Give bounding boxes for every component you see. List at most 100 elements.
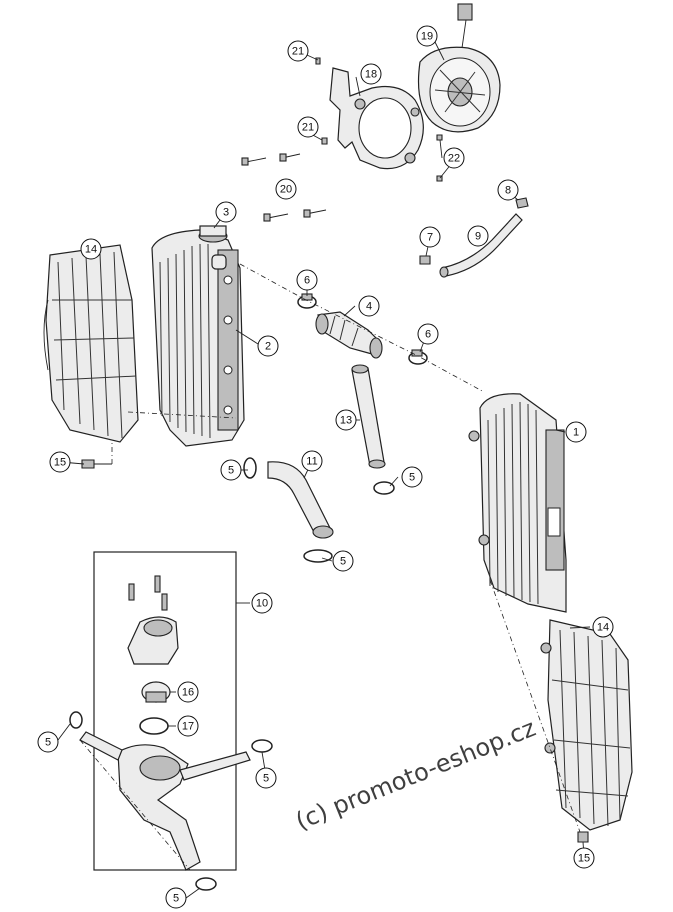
callout-18: 18 — [360, 63, 382, 85]
callout-label: 3 — [223, 207, 229, 219]
oring-17 — [139, 717, 169, 735]
thermostat-housing — [127, 616, 179, 665]
callout-circle — [358, 295, 380, 317]
watermark-text: (c) promoto-eshop.cz — [292, 714, 540, 836]
callout-label: 8 — [505, 185, 511, 197]
callout-label: 5 — [409, 472, 415, 484]
pipe-13 — [351, 364, 386, 469]
callout-circle — [401, 466, 423, 488]
radiator-left — [151, 229, 245, 447]
callout-5: 5 — [255, 767, 277, 789]
clamp-5-items — [243, 457, 395, 563]
callout-circle — [80, 238, 102, 260]
callout-17: 17 — [177, 715, 199, 737]
callout-label: 16 — [182, 687, 194, 699]
screws-top — [241, 57, 443, 222]
callout-label: 15 — [578, 853, 590, 865]
thermostat-16 — [141, 681, 171, 703]
callout-1: 1 — [565, 421, 587, 443]
callout-5: 5 — [220, 459, 242, 481]
callout-circle — [257, 335, 279, 357]
callout-label: 17 — [182, 721, 194, 733]
callout-2: 2 — [257, 335, 279, 357]
callout-label: 13 — [340, 415, 352, 427]
callout-circle — [296, 269, 318, 291]
callout-circle — [467, 225, 489, 247]
radiator-right — [468, 393, 567, 613]
clamp-8 — [515, 197, 529, 209]
callout-label: 6 — [425, 329, 431, 341]
callout-9: 9 — [467, 225, 489, 247]
callout-label: 5 — [45, 737, 51, 749]
callout-circle — [417, 323, 439, 345]
clamp-7 — [419, 255, 431, 265]
callout-8: 8 — [497, 179, 519, 201]
callout-circle — [255, 767, 277, 789]
callout-circle — [297, 116, 319, 138]
callout-13: 13 — [335, 409, 357, 431]
callout-circle — [220, 459, 242, 481]
callout-label: 10 — [256, 598, 268, 610]
callout-10: 10 — [251, 592, 273, 614]
callout-label: 5 — [263, 773, 269, 785]
callout-5: 5 — [332, 550, 354, 572]
callout-circle — [497, 179, 519, 201]
callout-circle — [37, 731, 59, 753]
callout-label: 11 — [306, 456, 317, 468]
callout-label: 18 — [365, 69, 377, 81]
callout-circle — [360, 63, 382, 85]
bolt-15-right — [577, 831, 589, 843]
callout-4: 4 — [358, 295, 380, 317]
callout-label: 14 — [597, 622, 609, 634]
callout-label: 5 — [228, 465, 234, 477]
callout-label: 20 — [280, 184, 292, 196]
callout-20: 20 — [275, 178, 297, 200]
fan — [417, 3, 501, 133]
callout-circle — [275, 178, 297, 200]
bolt-15-left — [81, 459, 112, 469]
callout-15: 15 — [573, 847, 595, 869]
callout-circle — [573, 847, 595, 869]
callout-label: 14 — [85, 244, 97, 256]
fan-bracket — [329, 67, 424, 170]
hose-11 — [267, 461, 334, 539]
callout-circle — [165, 887, 187, 909]
callout-5: 5 — [401, 466, 423, 488]
callout-14: 14 — [592, 616, 614, 638]
callout-circle — [419, 226, 441, 248]
callout-circle — [443, 147, 465, 169]
leader-lines — [57, 35, 591, 899]
clamp-6b — [408, 349, 428, 365]
callout-circle — [287, 40, 309, 62]
callout-15: 15 — [49, 451, 71, 473]
kit-box-10 — [93, 551, 250, 871]
callout-label: 5 — [340, 556, 346, 568]
callout-3: 3 — [215, 201, 237, 223]
callout-circle — [416, 25, 438, 47]
callout-6: 6 — [296, 269, 318, 291]
callout-circle — [565, 421, 587, 443]
callout-14: 14 — [80, 238, 102, 260]
shroud-right — [540, 619, 633, 831]
callout-circle — [49, 451, 71, 473]
kit-screws — [128, 575, 168, 611]
callout-circle — [215, 201, 237, 223]
callout-label: 2 — [265, 341, 271, 353]
callout-21: 21 — [297, 116, 319, 138]
shroud-left — [43, 244, 139, 443]
callout-label: 9 — [475, 231, 481, 243]
radiator-cap — [198, 225, 228, 243]
callout-label: 15 — [54, 457, 66, 469]
callout-21: 21 — [287, 40, 309, 62]
callout-label: 4 — [366, 301, 372, 313]
callout-label: 21 — [292, 46, 304, 58]
callout-6: 6 — [417, 323, 439, 345]
callout-label: 22 — [448, 153, 460, 165]
connector-4 — [315, 311, 383, 359]
callout-label: 19 — [421, 31, 433, 43]
callout-circle — [177, 681, 199, 703]
hose-9 — [439, 213, 523, 278]
clamp-6a — [297, 293, 317, 309]
